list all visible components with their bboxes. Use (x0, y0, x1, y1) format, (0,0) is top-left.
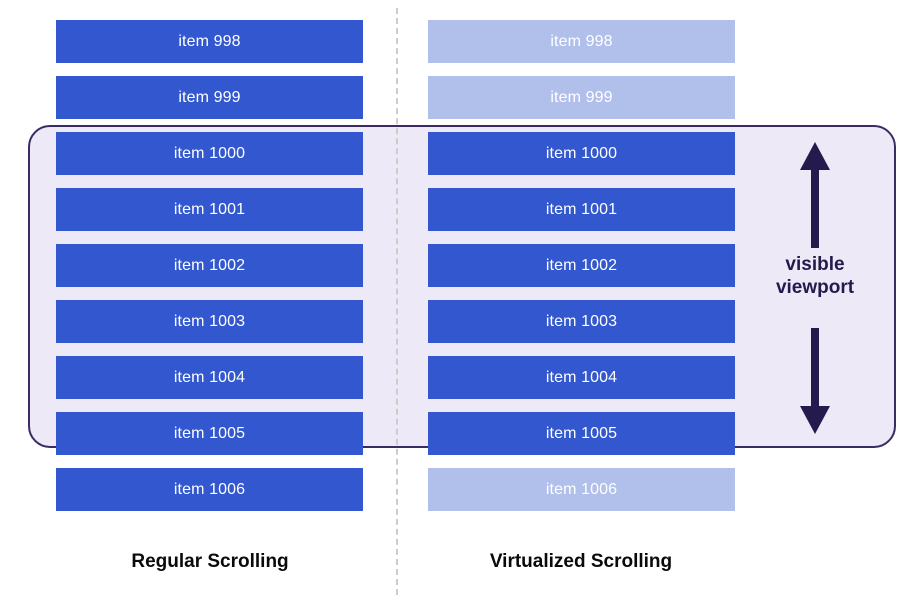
column-divider (396, 8, 398, 595)
list-item[interactable]: item 998 (56, 20, 363, 63)
list-item[interactable]: item 998 (428, 20, 735, 63)
list-item[interactable]: item 1002 (56, 244, 363, 287)
caption-regular-scrolling: Regular Scrolling (131, 551, 289, 572)
list-item[interactable]: item 1001 (56, 188, 363, 231)
list-item[interactable]: item 1002 (428, 244, 735, 287)
list-item[interactable]: item 999 (56, 76, 363, 119)
list-item[interactable]: item 1006 (428, 468, 735, 511)
list-item[interactable]: item 1004 (56, 356, 363, 399)
visible-viewport-annotation: visible viewport (745, 140, 885, 436)
list-item[interactable]: item 1005 (428, 412, 735, 455)
list-item[interactable]: item 1005 (56, 412, 363, 455)
visible-viewport-label: visible viewport (775, 254, 855, 298)
list-item[interactable]: item 1000 (56, 132, 363, 175)
list-item[interactable]: item 1006 (56, 468, 363, 511)
list-item[interactable]: item 1004 (428, 356, 735, 399)
list-item[interactable]: item 999 (428, 76, 735, 119)
list-item[interactable]: item 1003 (428, 300, 735, 343)
list-item[interactable]: item 1000 (428, 132, 735, 175)
list-item[interactable]: item 1003 (56, 300, 363, 343)
caption-virtualized-scrolling: Virtualized Scrolling (489, 551, 673, 572)
double-headed-vertical-arrow-icon (800, 142, 830, 434)
list-item[interactable]: item 1001 (428, 188, 735, 231)
